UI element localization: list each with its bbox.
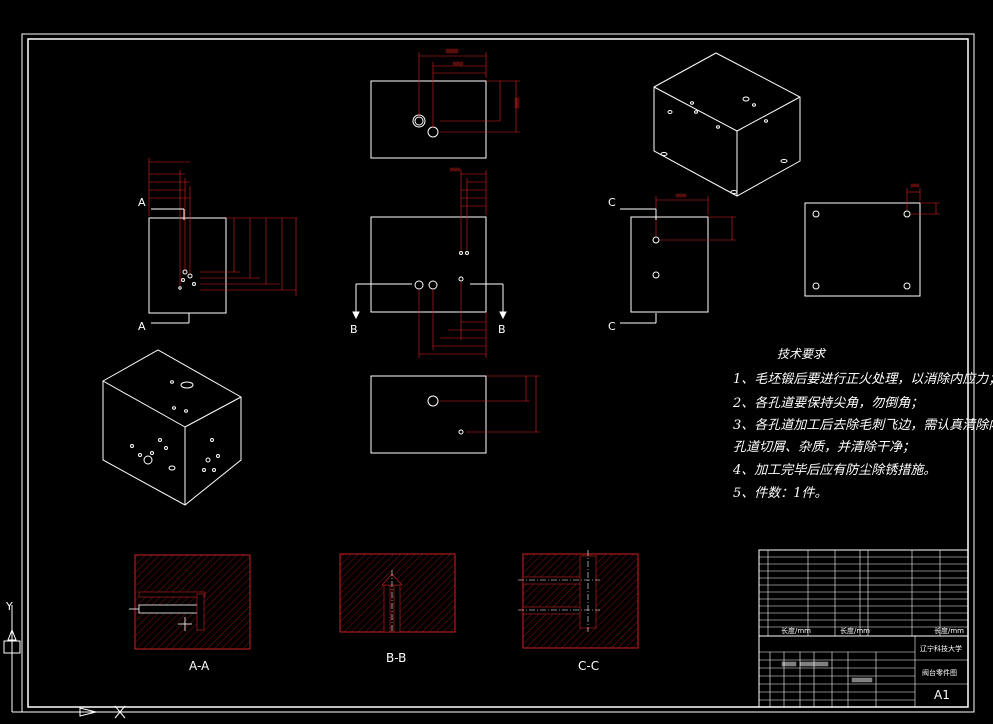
view-label-a-top: A — [138, 196, 146, 209]
section-a-markers — [151, 208, 190, 324]
bottom-view[interactable] — [370, 375, 487, 454]
sheet-size: A1 — [934, 688, 950, 702]
ucs-y-label: Y — [5, 600, 13, 613]
unit-label-right: 长度/mm — [934, 626, 964, 635]
title-block[interactable] — [758, 549, 969, 708]
tech-req-item-2: 2、各孔道要保持尖角，勿倒角； — [732, 395, 923, 411]
top-view-dimensions — [418, 48, 520, 133]
view-label-b-left: B — [350, 323, 358, 336]
section-c-markers — [620, 208, 657, 324]
view-label-a-bottom: A — [138, 320, 146, 333]
section-b-markers — [352, 283, 507, 320]
unit-label-mid: 长度/mm — [840, 626, 870, 635]
left-view[interactable] — [148, 217, 227, 314]
left-view-dimensions — [148, 158, 298, 296]
view-label-c-top: C — [608, 196, 616, 209]
technical-requirements: 技术要求 1、毛坯锻后要进行正火处理，以消除内应力； 2、各孔道要保持尖角，勿倒… — [732, 347, 993, 501]
unit-label-left: 长度/mm — [781, 626, 811, 635]
view-label-c-bottom: C — [608, 320, 616, 333]
drawing-name: 阀台零件图 — [922, 668, 957, 677]
tech-req-title: 技术要求 — [777, 347, 827, 361]
view-label-b-right: B — [498, 323, 506, 336]
isometric-view-bottom-left[interactable] — [102, 349, 242, 506]
school-name: 辽宁科技大学 — [920, 644, 962, 653]
isometric-view-top-right[interactable] — [653, 52, 801, 197]
tech-req-item-4: 4、加工完毕后应有防尘除锈措施。 — [732, 462, 936, 478]
section-label-a-a: A-A — [189, 659, 210, 673]
rear-view[interactable] — [804, 202, 921, 297]
tech-req-item-1: 1、毛坯锻后要进行正火处理，以消除内应力； — [733, 371, 993, 387]
tech-req-item-5: 5、件数：1件。 — [733, 486, 828, 501]
tech-req-item-3b: 孔道切屑、杂质，并清除干净； — [733, 439, 915, 455]
bottom-view-dimensions — [440, 375, 540, 433]
tech-req-item-3: 3、各孔道加工后去除毛刺飞边，需认真清除内 — [733, 417, 993, 433]
front-view-dimensions — [418, 167, 487, 358]
right-view[interactable] — [630, 216, 709, 313]
rear-view-dimensions — [906, 183, 940, 215]
ucs-icon — [3, 605, 126, 719]
section-b-b[interactable] — [339, 553, 456, 633]
section-c-c[interactable] — [518, 550, 639, 649]
front-view[interactable] — [370, 216, 487, 313]
drawing-frame — [21, 33, 975, 713]
section-label-b-b: B-B — [386, 651, 406, 665]
section-label-c-c: C-C — [578, 659, 599, 673]
section-a-a[interactable] — [129, 554, 251, 650]
top-view[interactable] — [370, 80, 487, 159]
